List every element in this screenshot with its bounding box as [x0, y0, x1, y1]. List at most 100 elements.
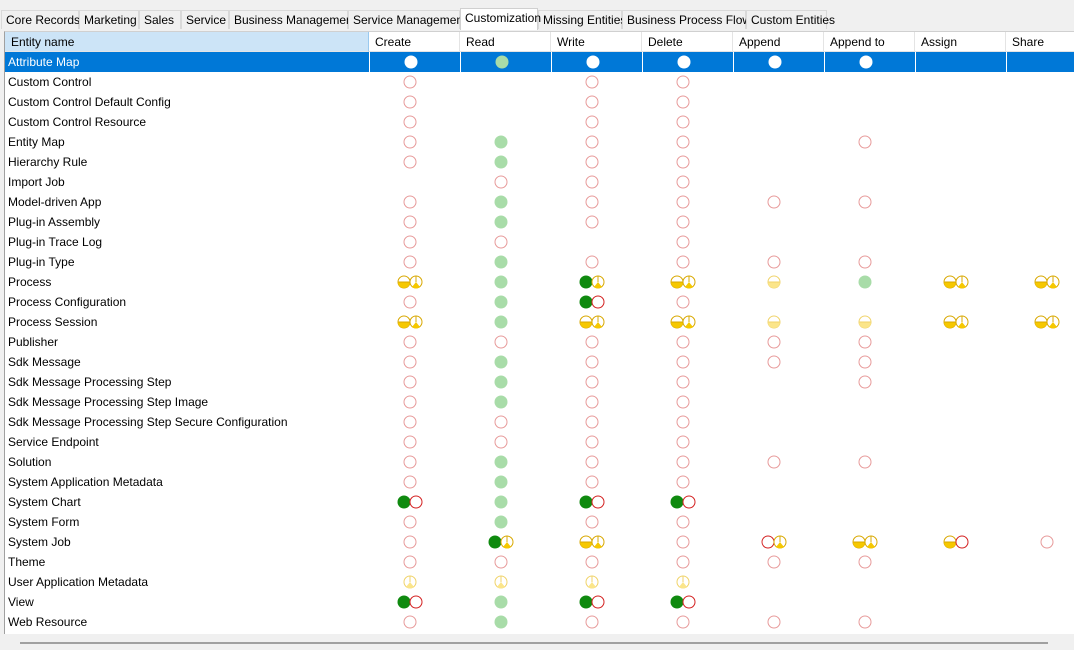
- table-row[interactable]: User Application Metadata: [5, 572, 1074, 592]
- privilege-cell-create[interactable]: [369, 192, 460, 212]
- privilege-cell-append-to[interactable]: [824, 272, 915, 292]
- privilege-cell-append-to[interactable]: [824, 512, 915, 532]
- privilege-cell-delete[interactable]: [642, 552, 733, 572]
- privilege-cell-read[interactable]: [460, 212, 551, 232]
- table-row[interactable]: Process: [5, 272, 1074, 292]
- privilege-cell-share[interactable]: [1006, 552, 1074, 572]
- table-row[interactable]: Import Job: [5, 172, 1074, 192]
- table-row[interactable]: Plug-in Assembly: [5, 212, 1074, 232]
- privilege-cell-delete[interactable]: [642, 452, 733, 472]
- privilege-cell-append[interactable]: [733, 532, 824, 552]
- privilege-cell-append[interactable]: [733, 132, 824, 152]
- privilege-cell-share[interactable]: [1006, 312, 1074, 332]
- privilege-cell-create[interactable]: [369, 572, 460, 592]
- privilege-cell-append-to[interactable]: [824, 112, 915, 132]
- table-row[interactable]: Entity Map: [5, 132, 1074, 152]
- privilege-cell-append-to[interactable]: [824, 132, 915, 152]
- privilege-cell-write[interactable]: [551, 192, 642, 212]
- privilege-cell-append[interactable]: [733, 472, 824, 492]
- privilege-cell-append-to[interactable]: [824, 252, 915, 272]
- privilege-cell-read[interactable]: [460, 132, 551, 152]
- tab-business-management[interactable]: Business Management: [229, 10, 356, 29]
- privilege-cell-write[interactable]: [551, 432, 642, 452]
- privilege-cell-assign[interactable]: [915, 512, 1006, 532]
- privilege-cell-append[interactable]: [733, 92, 824, 112]
- privilege-cell-write[interactable]: [551, 132, 642, 152]
- privilege-cell-append-to[interactable]: [824, 572, 915, 592]
- privilege-cell-create[interactable]: [369, 232, 460, 252]
- privilege-cell-create[interactable]: [369, 472, 460, 492]
- privilege-cell-share[interactable]: [1006, 52, 1074, 72]
- privilege-cell-assign[interactable]: [915, 92, 1006, 112]
- privilege-cell-share[interactable]: [1006, 232, 1074, 252]
- privilege-cell-write[interactable]: [551, 52, 643, 72]
- privilege-cell-assign[interactable]: [915, 312, 1006, 332]
- privilege-cell-write[interactable]: [551, 292, 642, 312]
- privilege-cell-delete[interactable]: [642, 492, 733, 512]
- table-row[interactable]: Sdk Message Processing Step Image: [5, 392, 1074, 412]
- table-row[interactable]: View: [5, 592, 1074, 612]
- privilege-cell-create[interactable]: [369, 72, 460, 92]
- tab-sales[interactable]: Sales: [139, 10, 181, 29]
- privilege-cell-append[interactable]: [733, 192, 824, 212]
- privilege-cell-delete[interactable]: [642, 352, 733, 372]
- privilege-cell-append-to[interactable]: [824, 612, 915, 632]
- privilege-cell-share[interactable]: [1006, 192, 1074, 212]
- privilege-cell-create[interactable]: [369, 332, 460, 352]
- privilege-cell-delete[interactable]: [642, 152, 733, 172]
- privilege-cell-delete[interactable]: [642, 612, 733, 632]
- table-row[interactable]: System Chart: [5, 492, 1074, 512]
- privilege-cell-create[interactable]: [369, 492, 460, 512]
- privilege-cell-read[interactable]: [460, 112, 551, 132]
- privilege-cell-append-to[interactable]: [824, 172, 915, 192]
- table-row[interactable]: System Application Metadata: [5, 472, 1074, 492]
- privilege-cell-read[interactable]: [460, 292, 551, 312]
- tab-core-records[interactable]: Core Records: [1, 10, 80, 29]
- privilege-cell-delete[interactable]: [642, 372, 733, 392]
- privilege-cell-assign[interactable]: [915, 372, 1006, 392]
- privilege-cell-write[interactable]: [551, 412, 642, 432]
- privilege-cell-append[interactable]: [733, 552, 824, 572]
- privilege-cell-write[interactable]: [551, 552, 642, 572]
- table-row[interactable]: Custom Control: [5, 72, 1074, 92]
- privilege-cell-assign[interactable]: [915, 572, 1006, 592]
- table-row[interactable]: System Job: [5, 532, 1074, 552]
- privilege-cell-write[interactable]: [551, 532, 642, 552]
- privilege-cell-share[interactable]: [1006, 492, 1074, 512]
- privilege-cell-write[interactable]: [551, 372, 642, 392]
- privilege-cell-append[interactable]: [733, 272, 824, 292]
- privilege-cell-assign[interactable]: [915, 332, 1006, 352]
- privilege-cell-delete[interactable]: [642, 292, 733, 312]
- privilege-cell-share[interactable]: [1006, 272, 1074, 292]
- privilege-cell-append-to[interactable]: [824, 392, 915, 412]
- privilege-cell-write[interactable]: [551, 152, 642, 172]
- privilege-cell-append-to[interactable]: [824, 352, 915, 372]
- privilege-cell-append-to[interactable]: [824, 52, 916, 72]
- privilege-cell-assign[interactable]: [915, 132, 1006, 152]
- privilege-cell-append[interactable]: [733, 512, 824, 532]
- tab-missing-entities[interactable]: Missing Entities: [538, 10, 626, 29]
- privilege-cell-write[interactable]: [551, 272, 642, 292]
- privilege-cell-append-to[interactable]: [824, 432, 915, 452]
- privilege-cell-create[interactable]: [369, 92, 460, 112]
- privilege-cell-create[interactable]: [369, 412, 460, 432]
- privilege-cell-assign[interactable]: [915, 52, 1007, 72]
- privilege-cell-write[interactable]: [551, 332, 642, 352]
- privilege-cell-create[interactable]: [369, 212, 460, 232]
- privilege-cell-read[interactable]: [460, 572, 551, 592]
- table-row[interactable]: Sdk Message: [5, 352, 1074, 372]
- privilege-cell-append-to[interactable]: [824, 192, 915, 212]
- privilege-cell-read[interactable]: [460, 452, 551, 472]
- table-row[interactable]: Web Resource: [5, 612, 1074, 632]
- column-header-append[interactable]: Append: [733, 32, 824, 52]
- privilege-cell-create[interactable]: [369, 132, 460, 152]
- privilege-cell-write[interactable]: [551, 112, 642, 132]
- privilege-cell-append[interactable]: [733, 172, 824, 192]
- privilege-cell-append[interactable]: [733, 52, 825, 72]
- privilege-cell-write[interactable]: [551, 472, 642, 492]
- table-row[interactable]: Sdk Message Processing Step: [5, 372, 1074, 392]
- privilege-cell-assign[interactable]: [915, 552, 1006, 572]
- privilege-cell-delete[interactable]: [642, 132, 733, 152]
- privilege-cell-create[interactable]: [369, 532, 460, 552]
- privilege-cell-read[interactable]: [460, 192, 551, 212]
